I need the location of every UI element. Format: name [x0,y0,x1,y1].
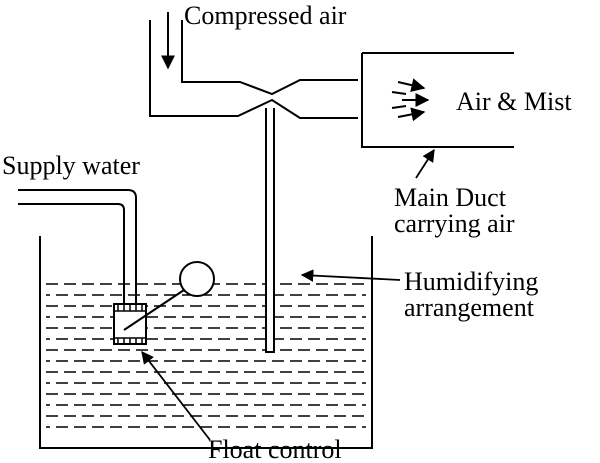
mist-arrows [391,78,430,122]
supply-water-label: Supply water [2,151,140,180]
supply-water-pipe [18,189,137,306]
humidifying-label: Humidifying [404,267,538,296]
float-ball [179,261,215,297]
main-duct-pointer [415,148,435,179]
main-duct-label-line2: carrying air [394,209,515,238]
humidifying-label-line2: arrangement [404,293,535,322]
venturi-nozzle [149,20,358,119]
compressed-air-label: Compressed air [184,1,347,30]
float-control-label: Float control [208,435,342,463]
humidifying-pointer [300,269,401,282]
float-valve [113,289,185,345]
air-mist-label: Air & Mist [456,87,572,116]
water-tank [39,236,373,449]
float-control-pointer [141,351,211,441]
main-duct [361,52,514,148]
suction-tube [265,108,275,353]
main-duct-label: Main Duct [394,183,507,212]
water-body [46,283,366,428]
